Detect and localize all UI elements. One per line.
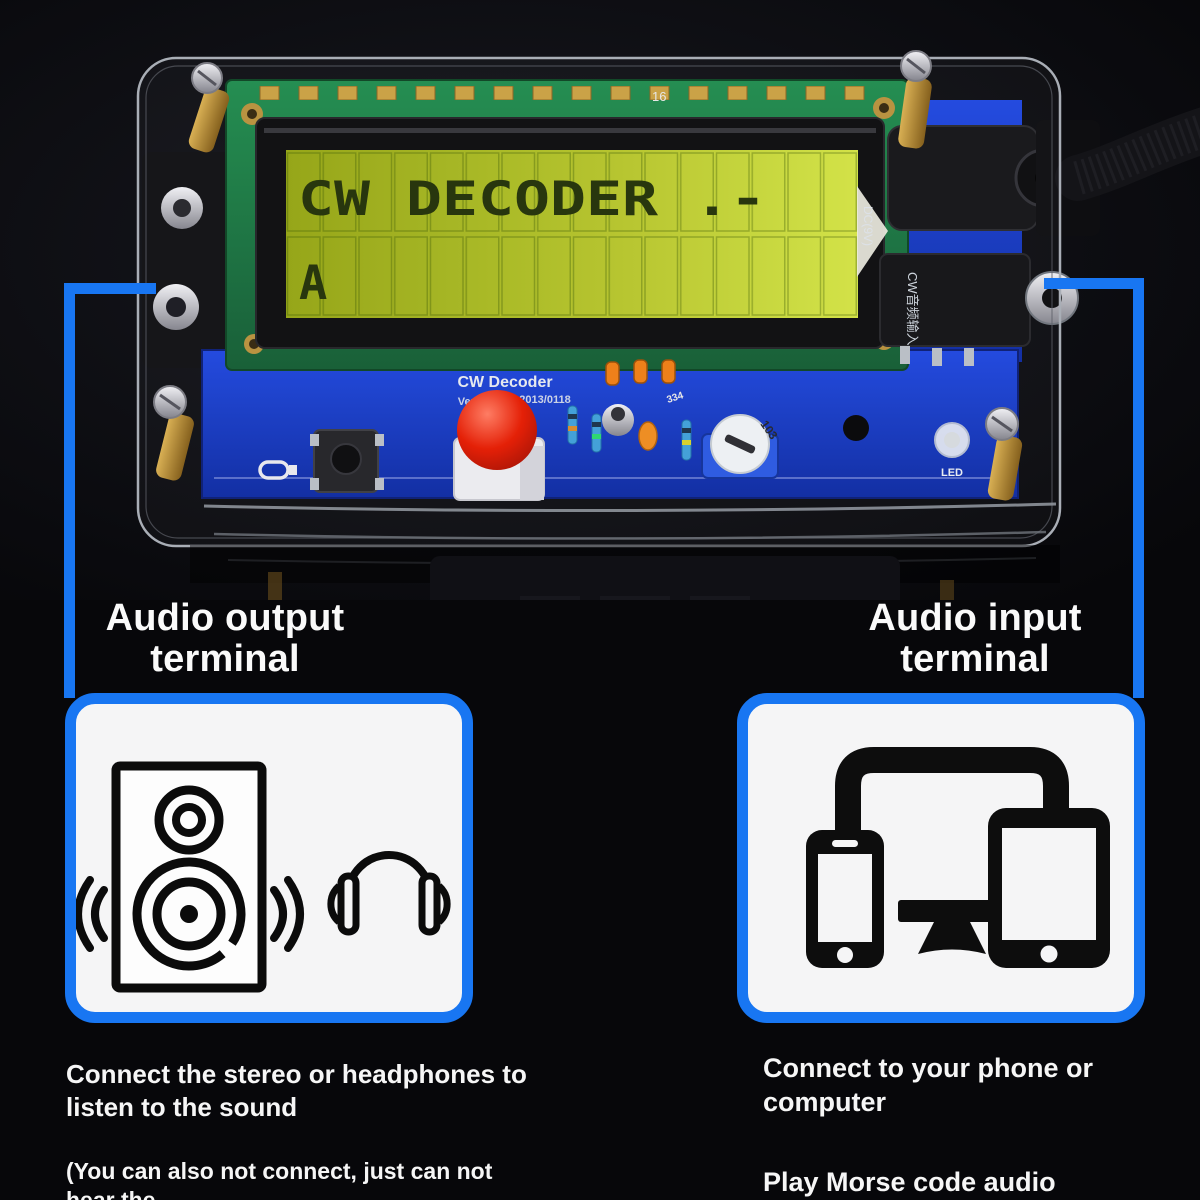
screen-glare bbox=[857, 186, 888, 277]
base-plate-and-reflection bbox=[190, 502, 1060, 600]
lcd-line1: CW DECODER .- bbox=[298, 172, 766, 227]
audio-input-cn-label: CW音频输入 bbox=[905, 272, 920, 346]
output-desc-note: (You can also not connect, just can not … bbox=[66, 1158, 493, 1200]
audio-input-icons bbox=[806, 747, 1110, 968]
speaker-icon bbox=[111, 761, 267, 993]
pin16-label: 16 bbox=[652, 89, 666, 104]
audio-output-terminal-title: Audio output terminal bbox=[105, 597, 345, 681]
tactile-switch bbox=[310, 429, 384, 493]
audio-output-icons bbox=[76, 761, 451, 993]
left-callout-line-vertical bbox=[64, 283, 75, 698]
dc-label: DC(9V) bbox=[861, 206, 875, 246]
red-button bbox=[453, 390, 545, 501]
trimmer-pot: 103 bbox=[701, 414, 781, 479]
lcd-line2: A bbox=[299, 256, 327, 311]
mounting-hole bbox=[843, 415, 869, 441]
led-label: LED bbox=[941, 467, 963, 479]
headphones-icon bbox=[327, 851, 451, 936]
device-photo: 16 CW DECODER .- A CW Decoder Ver2.3 201… bbox=[0, 0, 1200, 600]
speaker-silk-icon bbox=[258, 460, 297, 480]
status-led: LED bbox=[934, 422, 970, 479]
pin-header-pads bbox=[258, 86, 882, 100]
phone-icon bbox=[806, 830, 884, 968]
audio-input-terminal-title: Audio input terminal bbox=[868, 597, 1082, 681]
sound-waves-right-icon bbox=[270, 876, 304, 952]
audio-output-jacks bbox=[142, 152, 246, 368]
input-desc-main: Connect to your phone or computer bbox=[763, 1053, 1093, 1117]
cap-334-label: 334 bbox=[666, 390, 686, 406]
output-desc-main: Connect the stereo or headphones to list… bbox=[66, 1059, 527, 1122]
right-callout-line-horizontal bbox=[1044, 278, 1144, 289]
analog-components: 334 bbox=[567, 359, 692, 461]
audio-output-box bbox=[65, 693, 473, 1023]
right-callout-line-vertical bbox=[1133, 278, 1144, 698]
audio-input-box bbox=[737, 693, 1145, 1023]
audio-output-description: Connect the stereo or headphones to list… bbox=[66, 1040, 546, 1200]
board-date: 2013/0118 bbox=[519, 394, 570, 406]
audio-input-description: Connect to your phone or computer Play M… bbox=[763, 1034, 1193, 1200]
lcd-module: 16 CW DECODER .- A bbox=[225, 79, 909, 371]
monitor-icon bbox=[835, 747, 1069, 954]
tablet-icon bbox=[988, 808, 1110, 968]
standoffs bbox=[153, 50, 1023, 501]
left-callout-line-horizontal bbox=[64, 283, 156, 294]
board-title-silkscreen: CW Decoder bbox=[457, 374, 552, 391]
pcb-components: CW Decoder Ver2.3 2013/0118 bbox=[258, 359, 970, 501]
input-desc-note: Play Morse code audio bbox=[763, 1166, 1056, 1197]
dc-power-jack: DC(9V) bbox=[861, 107, 1200, 246]
sound-waves-left-icon bbox=[76, 876, 108, 952]
power-cable bbox=[1055, 107, 1200, 201]
